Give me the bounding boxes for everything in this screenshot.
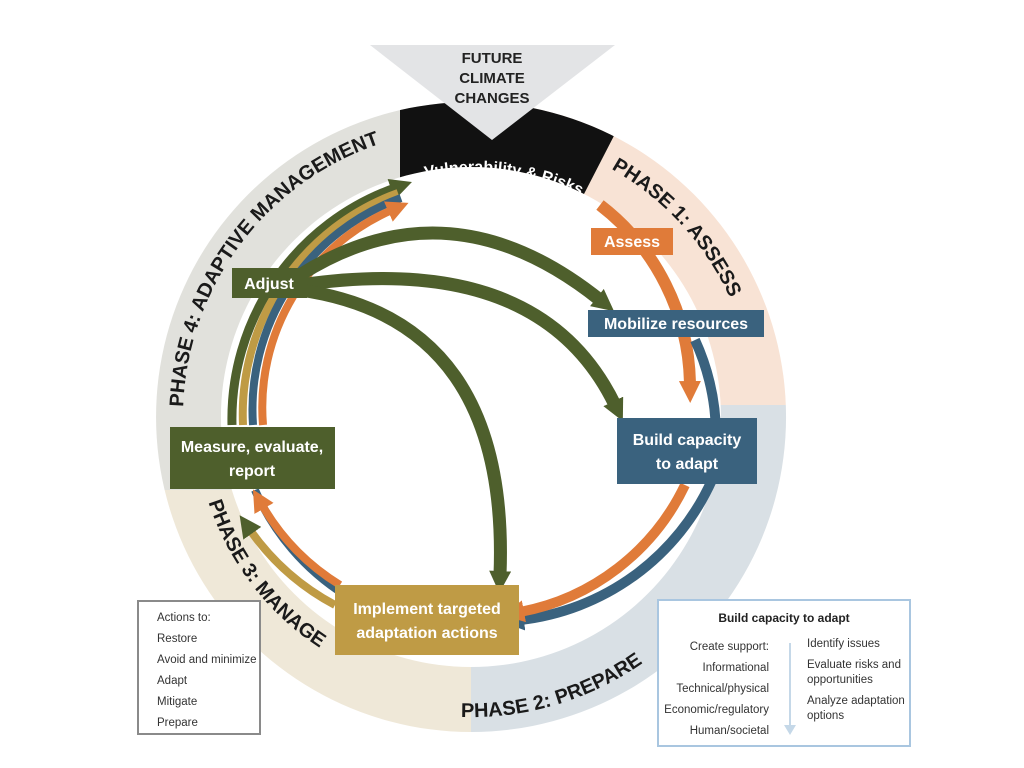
capacity-step: Analyze adaptation options — [807, 695, 905, 722]
capacity-title: Build capacity to adapt — [718, 611, 850, 625]
capacity-box: Build capacity to adapt Create support: … — [657, 599, 911, 747]
action-item: Restore — [157, 633, 198, 645]
build-capacity-box — [617, 418, 757, 484]
create-support-heading: Create support: — [689, 641, 769, 653]
arrow-assess — [596, 200, 701, 403]
assess-box — [591, 228, 673, 255]
implement-label-2: adaptation actions — [356, 625, 497, 642]
measure-box — [170, 427, 335, 489]
arrow-manage-gold — [239, 515, 337, 609]
arrow-prepare-orange — [502, 482, 690, 623]
climate-label: CLIMATE — [459, 70, 525, 87]
implement-box — [335, 585, 519, 655]
vulnerability-band — [400, 102, 653, 194]
mobilize-label: Mobilize resources — [604, 316, 748, 333]
actions-box: Actions to: Restore Avoid and minimize A… — [137, 600, 261, 735]
down-arrow-icon — [789, 643, 791, 725]
support-item: Technical/physical — [676, 683, 769, 695]
capacity-step: Evaluate risks and opportunities — [807, 659, 901, 686]
support-item: Informational — [702, 662, 769, 674]
future-label: FUTURE — [462, 50, 523, 67]
action-item: Avoid and minimize — [157, 654, 257, 666]
support-item: Economic/regulatory — [664, 704, 769, 716]
arrow-manage-orange — [252, 489, 343, 589]
measure-label-1: Measure, evaluate, — [181, 439, 323, 456]
action-item: Mitigate — [157, 696, 198, 708]
action-item: Prepare — [157, 717, 198, 729]
arrow-prepare-blue — [502, 337, 722, 631]
adjust-label: Adjust — [244, 276, 294, 293]
support-item: Human/societal — [689, 725, 769, 737]
arrow-adjust-to-implement — [299, 283, 512, 593]
measure-label-2: report — [229, 463, 276, 480]
assess-label: Assess — [604, 234, 660, 251]
down-arrow-head-icon — [784, 725, 796, 735]
implement-label-1: Implement targeted — [353, 601, 501, 618]
capacity-step: Identify issues — [807, 638, 880, 650]
arrow-adjust-to-build — [299, 272, 624, 422]
action-item: Adapt — [157, 675, 188, 687]
arrow-adjust-to-mobilize — [296, 226, 615, 312]
build-capacity-label-2: to adapt — [656, 456, 719, 473]
build-capacity-label-1: Build capacity — [633, 432, 742, 449]
actions-title: Actions to: — [157, 612, 211, 624]
changes-label: CHANGES — [454, 90, 529, 107]
mobilize-box — [588, 310, 764, 337]
adjust-box — [232, 268, 307, 298]
future-climate-triangle — [370, 45, 615, 140]
